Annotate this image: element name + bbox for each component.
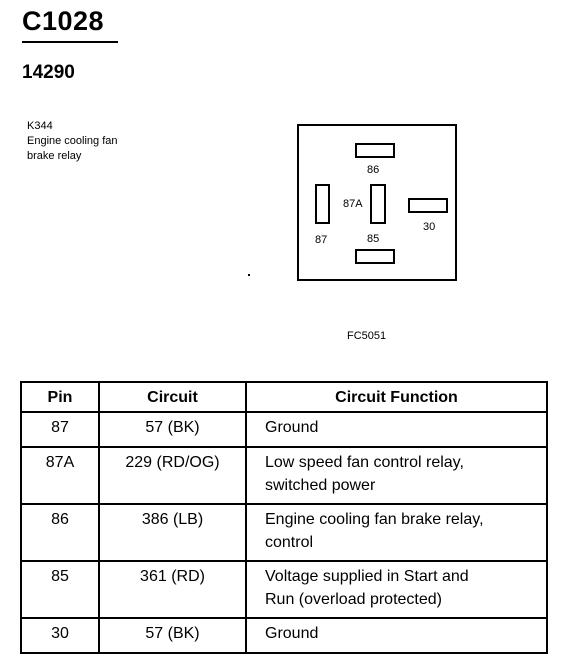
function-line-1: Low speed fan control relay, bbox=[265, 454, 464, 471]
connector-id: C1028 bbox=[22, 6, 105, 36]
function-line-2: control bbox=[265, 534, 314, 551]
cell-function: Engine cooling fan brake relay, control bbox=[245, 503, 548, 562]
function-line-2: switched power bbox=[265, 477, 376, 494]
cell-circuit: 57 (BK) bbox=[98, 411, 247, 448]
terminal-85 bbox=[355, 249, 395, 264]
cell-circuit: 361 (RD) bbox=[98, 560, 247, 619]
table-row: 87A 229 (RD/OG) Low speed fan control re… bbox=[20, 446, 548, 505]
function-line-1: Voltage supplied in Start and bbox=[265, 568, 469, 585]
component-description-line-1: Engine cooling fan bbox=[27, 135, 118, 147]
relay-connector-diagram: 86 87 87A 30 85 bbox=[297, 124, 457, 281]
terminal-30 bbox=[408, 198, 448, 213]
figure-id: FC5051 bbox=[347, 330, 387, 342]
cell-circuit: 229 (RD/OG) bbox=[98, 446, 247, 505]
table-row: 86 386 (LB) Engine cooling fan brake rel… bbox=[20, 503, 548, 562]
cell-pin: 87A bbox=[20, 446, 100, 505]
stray-mark bbox=[248, 274, 250, 276]
table-row: 30 57 (BK) Ground bbox=[20, 617, 548, 654]
table-header-row: Pin Circuit Circuit Function bbox=[20, 381, 548, 413]
header-circuit-function: Circuit Function bbox=[245, 381, 548, 413]
cell-function: Ground bbox=[245, 411, 548, 448]
pin-table: Pin Circuit Circuit Function 87 57 (BK) … bbox=[20, 381, 548, 654]
cell-pin: 30 bbox=[20, 617, 100, 654]
component-description: K344 Engine cooling fan brake relay bbox=[27, 119, 197, 164]
cell-circuit: 57 (BK) bbox=[98, 617, 247, 654]
terminal-87A bbox=[370, 184, 386, 224]
cell-function: Ground bbox=[245, 617, 548, 654]
function-line-2: Run (overload protected) bbox=[265, 591, 442, 608]
function-line-1: Ground bbox=[265, 419, 319, 436]
cell-pin: 86 bbox=[20, 503, 100, 562]
cell-pin: 87 bbox=[20, 411, 100, 448]
table-row: 85 361 (RD) Voltage supplied in Start an… bbox=[20, 560, 548, 619]
function-line-1: Engine cooling fan brake relay, bbox=[265, 511, 484, 528]
terminal-86 bbox=[355, 143, 395, 158]
component-description-line-2: brake relay bbox=[27, 150, 82, 162]
pin-label-87A: 87A bbox=[343, 198, 363, 210]
cell-function: Low speed fan control relay, switched po… bbox=[245, 446, 548, 505]
part-number: 14290 bbox=[22, 62, 75, 83]
table-row: 87 57 (BK) Ground bbox=[20, 411, 548, 448]
header-pin: Pin bbox=[20, 381, 100, 413]
component-code: K344 bbox=[27, 120, 53, 132]
pin-label-85: 85 bbox=[367, 233, 380, 245]
connector-id-underline bbox=[22, 41, 118, 43]
pin-label-30: 30 bbox=[423, 221, 436, 233]
cell-circuit: 386 (LB) bbox=[98, 503, 247, 562]
function-line-1: Ground bbox=[265, 625, 319, 642]
pin-label-87: 87 bbox=[315, 234, 328, 246]
terminal-87 bbox=[315, 184, 330, 224]
cell-function: Voltage supplied in Start and Run (overl… bbox=[245, 560, 548, 619]
pin-label-86: 86 bbox=[367, 164, 380, 176]
cell-pin: 85 bbox=[20, 560, 100, 619]
header-circuit: Circuit bbox=[98, 381, 247, 413]
